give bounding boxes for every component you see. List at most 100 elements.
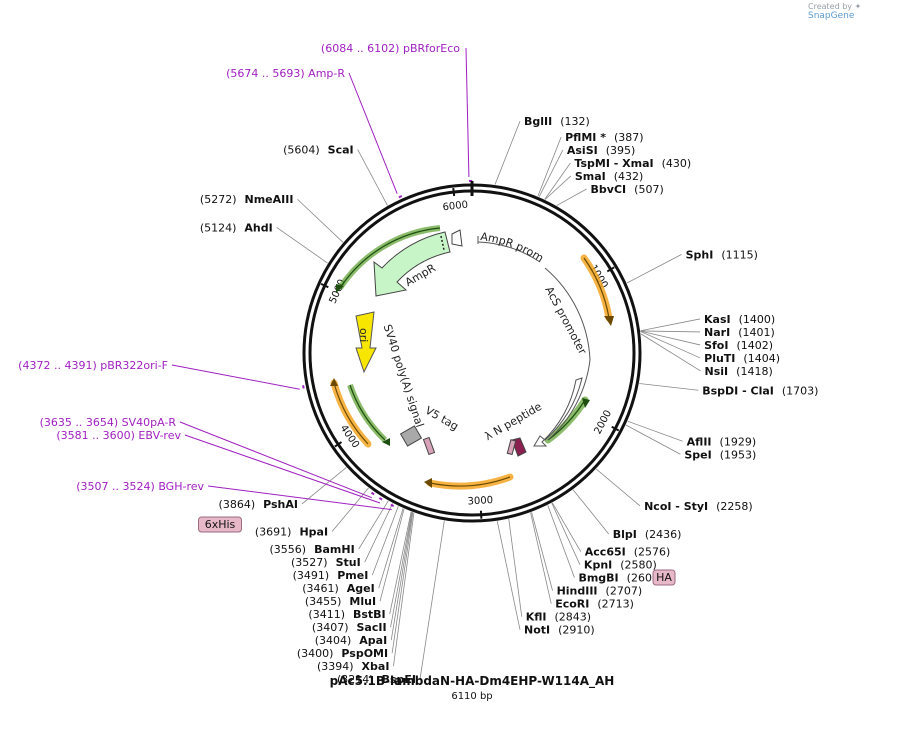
credit-prefix: Created by <box>808 2 853 11</box>
site-leader-line <box>544 175 572 200</box>
snapgene-logo-icon: ✦ <box>854 2 862 11</box>
site-leader-line <box>297 198 344 243</box>
promoter-line-ampr <box>477 241 541 263</box>
site-position: (1953) <box>720 448 757 461</box>
site-label: (5272)NmeAIII <box>200 193 294 206</box>
primer-label: (6084 .. 6102) pBRforEco <box>321 42 460 55</box>
site-label: Acc65I(2576) <box>585 546 671 559</box>
site-name: KasI <box>704 313 731 326</box>
feature-tag-box <box>652 569 676 586</box>
feature-tag-box <box>198 516 242 533</box>
site-label: (3556)BamHI <box>270 543 355 556</box>
arrowhead-icon <box>336 284 344 293</box>
site-label: SpeI(1953) <box>684 448 756 461</box>
tick-label: 3000 <box>467 495 493 507</box>
site-leader-line <box>391 512 414 654</box>
primer-leader-line <box>207 485 392 511</box>
site-position: (395) <box>606 144 636 157</box>
site-name: ScaI <box>328 143 354 156</box>
site-label: KpnI(2580) <box>584 559 657 572</box>
site-position: (2580) <box>620 559 657 572</box>
site-leader-line <box>389 511 412 615</box>
site-name: SfoI <box>704 339 728 352</box>
site-position: (3527) <box>291 556 328 569</box>
ha-tag-box <box>506 439 517 456</box>
site-label: PluTI (1404) <box>704 352 780 365</box>
primer-mark <box>378 497 383 501</box>
site-name: HindIII <box>557 585 598 598</box>
site-leader-line <box>552 502 582 552</box>
credit-brand: SnapGene <box>808 11 855 21</box>
site-label: (3864)PshAI <box>219 498 298 511</box>
site-label: (3491)PmeI <box>293 569 369 582</box>
site-position: (3556) <box>270 543 307 556</box>
site-name: BbvCI <box>591 183 627 196</box>
tick-mark <box>452 187 456 197</box>
v5-tag-box <box>422 436 436 456</box>
site-label: SphI(1115) <box>686 248 758 261</box>
site-name: PluTI <box>704 352 735 365</box>
site-label: (3394) XbaI <box>317 660 389 673</box>
site-name: PspOMI <box>341 647 388 660</box>
site-position: (2713) <box>597 598 634 611</box>
site-name: HpaI <box>299 526 328 539</box>
site-position: (3411) <box>308 608 345 621</box>
site-label: BbvCI(507) <box>591 183 664 196</box>
site-position: (5604) <box>283 143 320 156</box>
arrowhead-icon <box>604 316 614 326</box>
site-label: HindIII(2707) <box>557 585 643 598</box>
site-leader-line <box>640 318 701 332</box>
site-name: Acc65I <box>585 546 626 559</box>
site-name: NcoI - StyI <box>644 500 708 513</box>
site-position: (1703) <box>782 384 819 397</box>
site-position: (387) <box>614 131 644 144</box>
promoter-line-acs <box>544 267 591 441</box>
site-leader-line <box>556 188 587 206</box>
site-name: KflI <box>526 611 547 624</box>
site-label: PflMI *(387) <box>565 131 643 144</box>
primer-leader-line <box>184 434 381 504</box>
site-label: TspMI - XmaI(430) <box>574 157 691 170</box>
site-name: ApaI <box>359 634 387 647</box>
site-position: (1418) <box>736 365 773 378</box>
site-name: MluI <box>349 595 376 608</box>
site-leader-line <box>364 503 394 563</box>
primer-leader-line <box>348 72 398 194</box>
site-name: SacII <box>356 621 386 634</box>
site-position: (2436) <box>645 528 682 541</box>
site-name: PmeI <box>337 569 368 582</box>
arrowhead-icon <box>330 378 338 386</box>
sv40-polya-box <box>399 425 423 447</box>
feature-tag-label: 6xHis <box>205 518 236 531</box>
site-position: (3394) <box>317 660 354 673</box>
site-leader-line <box>494 120 521 185</box>
site-label: BglII(132) <box>524 115 590 128</box>
site-position: (2910) <box>558 624 595 637</box>
site-name: BmgBI <box>578 572 618 585</box>
site-leader-line <box>551 502 581 565</box>
site-position: (1404) <box>743 352 780 365</box>
site-position: (132) <box>560 115 590 128</box>
site-leader-line <box>640 331 701 359</box>
site-position: (1402) <box>736 339 773 352</box>
feature-label-sv40: SV40 poly(A) signal <box>381 323 427 429</box>
site-labels: BglII(132) PflMI *(387)AsiSI(395)TspMI - … <box>200 115 819 686</box>
site-position: (5124) <box>200 221 237 234</box>
site-leader-line <box>378 508 404 589</box>
site-position: (3214) <box>337 673 374 686</box>
primer-mark <box>302 385 305 389</box>
tick-mark <box>606 266 615 273</box>
site-label: SfoI (1402) <box>704 339 773 352</box>
site-leader-line <box>357 149 388 206</box>
site-label: (3461)AgeI <box>302 582 375 595</box>
site-leader-line <box>530 512 552 604</box>
site-position: (3864) <box>219 498 256 511</box>
site-name: XbaI <box>362 660 390 673</box>
site-leader-line <box>379 508 405 602</box>
site-position: (1115) <box>721 248 758 261</box>
site-label: AsiSI(395) <box>567 144 635 157</box>
tick-mark <box>320 282 329 289</box>
site-leader-line <box>626 253 682 284</box>
feature-label-v5-tag: V5 tag <box>423 404 461 433</box>
site-label: BspDI - ClaI(1703) <box>702 384 818 397</box>
